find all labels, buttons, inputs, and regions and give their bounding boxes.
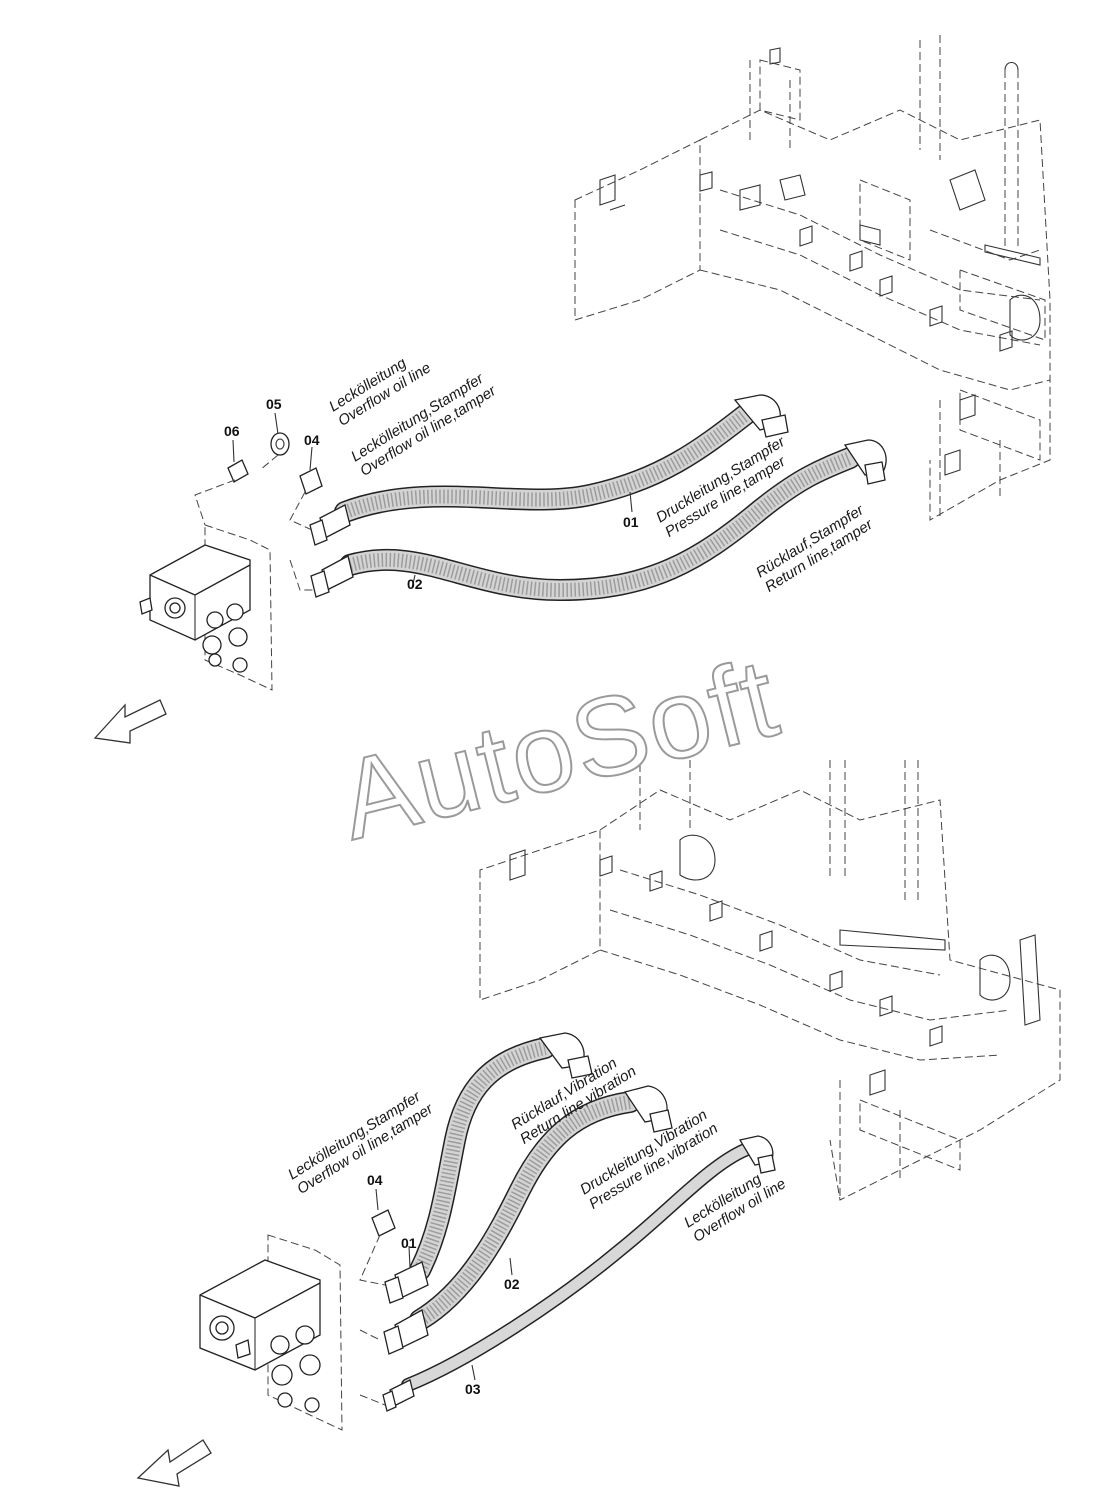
upper-pos-01: 01 [623,514,639,530]
watermark-text: AutoSoft [328,634,791,863]
upper-pos-02: 02 [407,576,423,592]
lower-label-overflow-tamper-de: Leckölleitung,Stampfer [285,1088,424,1184]
lower-hose-02 [383,1085,673,1355]
lower-pos-04: 04 [367,1172,383,1188]
lower-pos-01: 01 [401,1235,417,1251]
lower-hose-03 [382,1135,776,1412]
upper-label-return-tamper: Rücklauf,Stampfer Return line,tamper [753,501,877,596]
leader-lines [232,412,633,1381]
lower-pos-03: 03 [465,1381,481,1397]
lower-small-parts [359,1209,396,1406]
lower-valve-block [199,1234,343,1431]
lower-hose-01 [384,1032,593,1304]
lower-screed-frame [479,740,1061,1201]
upper-hose-02 [310,439,887,602]
lower-arrow-icon [136,1439,212,1487]
lower-label-overflow-tamper: Leckölleitung,Stampfer Overflow oil line… [285,1088,437,1198]
upper-hose-01 [309,394,789,546]
lower-pos-02: 02 [504,1276,520,1292]
upper-pos-04: 04 [304,432,320,448]
upper-pos-05: 05 [266,396,282,412]
upper-pos-06: 06 [224,423,240,439]
upper-screed-frame [574,35,1051,521]
upper-arrow-icon [93,699,167,744]
upper-small-parts [194,432,323,591]
upper-valve-block [139,524,273,691]
watermark: AutoSoft [327,633,792,864]
